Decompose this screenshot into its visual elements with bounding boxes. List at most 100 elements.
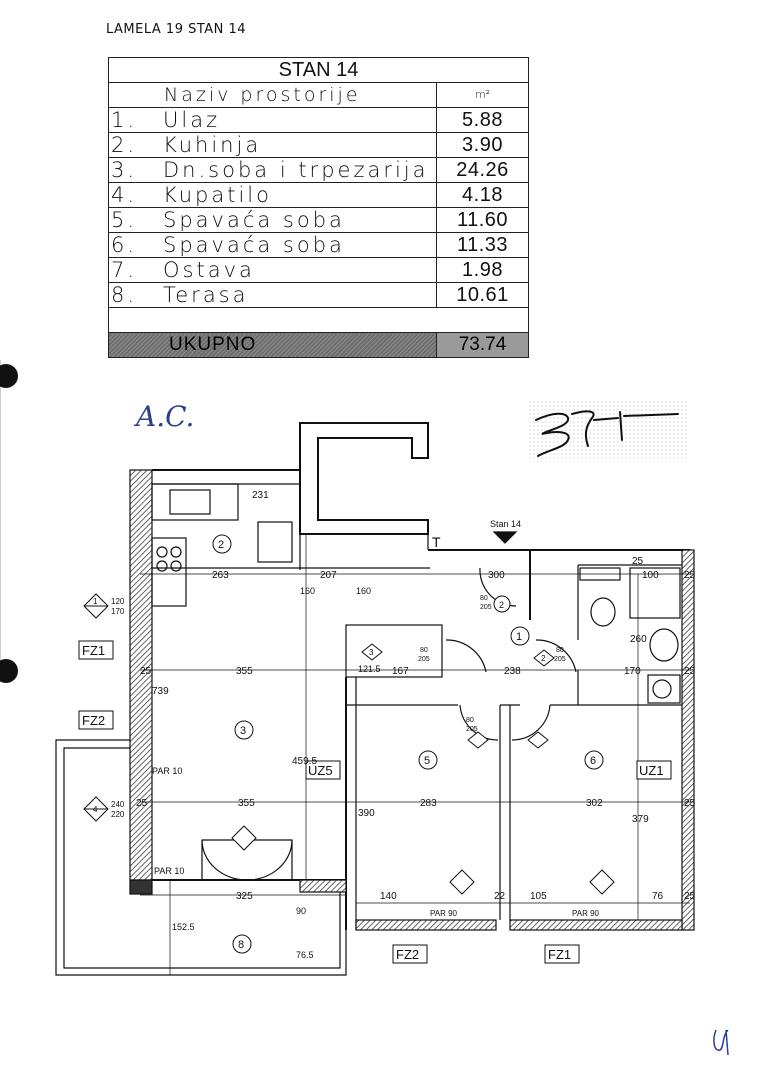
row-name: Spavaća soba bbox=[163, 208, 345, 232]
tag-fz1: FZ1 bbox=[82, 643, 105, 658]
dimension-label: 231 bbox=[252, 490, 269, 501]
door-dim: 80 bbox=[480, 595, 488, 602]
dimension-label: 76.5 bbox=[296, 950, 314, 960]
dimension-label: 140 bbox=[380, 891, 397, 902]
table-row: 5.Spavaća soba 11.60 bbox=[108, 207, 530, 233]
total-value: 73.74 bbox=[435, 332, 530, 358]
dimension-label: 355 bbox=[238, 798, 255, 809]
par-label: PAR 90 bbox=[430, 909, 458, 918]
fridge-icon bbox=[257, 521, 293, 563]
dimension-label: 238 bbox=[504, 666, 521, 677]
dimension-label: 300 bbox=[488, 570, 505, 581]
row-name: Ostava bbox=[163, 258, 255, 282]
dimension-label: 390 bbox=[358, 808, 375, 819]
dimension-label: 302 bbox=[586, 798, 603, 809]
window-number: 1 bbox=[93, 597, 98, 606]
dimension-label: 283 bbox=[420, 798, 437, 809]
dimension-label: 25 bbox=[632, 556, 644, 567]
row-value: 24.26 bbox=[435, 157, 530, 183]
signature-icon bbox=[535, 410, 679, 457]
row-name: Kuhinja bbox=[163, 133, 262, 157]
entrance-label: Stan 14 bbox=[490, 519, 521, 529]
dimension-label: 22 bbox=[494, 891, 506, 902]
table-title-row: STAN 14 bbox=[107, 57, 530, 83]
table-row: 1.Ulaz 5.88 bbox=[108, 107, 530, 133]
sink-icon bbox=[169, 489, 211, 515]
dimension-label: 105 bbox=[530, 891, 547, 902]
row-value: 10.61 bbox=[435, 282, 530, 308]
row-number: 3. bbox=[111, 158, 138, 182]
table-total-row: UKUPNO 73.74 bbox=[108, 332, 530, 358]
dimension-label: 459.5 bbox=[292, 756, 317, 767]
door-dim: 205 bbox=[480, 604, 492, 611]
dimension-label: 121.5 bbox=[358, 664, 381, 674]
binder-hole-icon bbox=[0, 659, 18, 683]
window-dim: 240 bbox=[111, 800, 125, 809]
row-number: 4. bbox=[111, 183, 138, 207]
binder-edge-line bbox=[0, 360, 1, 680]
stove-icon bbox=[151, 537, 187, 607]
row-value: 11.33 bbox=[435, 232, 530, 258]
door-number: 3 bbox=[369, 648, 374, 657]
page-header-title: LAMELA 19 STAN 14 bbox=[106, 22, 247, 37]
dimension-label: 25 bbox=[136, 798, 148, 809]
signature-area bbox=[528, 400, 688, 462]
binder-hole-icon bbox=[0, 364, 18, 388]
table-row: 6. Spavaća soba 11.33 bbox=[108, 232, 530, 258]
room-area-table: STAN 14 Naziv prostorije m² 1.Ulaz 5.88 … bbox=[107, 57, 530, 358]
dimension-label: 325 bbox=[236, 891, 253, 902]
par-label: PAR 10 bbox=[154, 866, 184, 876]
tag-uz1: UZ1 bbox=[639, 763, 664, 778]
door-number: 2 bbox=[541, 654, 546, 663]
row-number: 8. bbox=[111, 283, 138, 307]
door-dim: 205 bbox=[466, 726, 478, 733]
dimension-label: 739 bbox=[152, 686, 169, 697]
dimension-label: 379 bbox=[632, 814, 649, 825]
stair-label: T bbox=[432, 534, 441, 550]
column-header-name: Naziv prostorije bbox=[108, 82, 437, 108]
dimension-label: 263 bbox=[212, 570, 229, 581]
row-value: 4.18 bbox=[435, 182, 530, 208]
kitchen-counter bbox=[151, 483, 239, 521]
dimension-label: 90 bbox=[296, 906, 306, 916]
dimension-label: 152.5 bbox=[172, 922, 195, 932]
room-number: 1 bbox=[516, 631, 522, 643]
dimension-label: 160 bbox=[356, 586, 371, 596]
door-dim: 80 bbox=[466, 717, 474, 724]
table-row: 3.Dn.soba i trpezarija 24.26 bbox=[108, 157, 530, 183]
row-name: Ulaz bbox=[163, 108, 221, 132]
dimension-label: 76 bbox=[652, 891, 664, 902]
total-label: UKUPNO bbox=[108, 332, 437, 358]
window-number: 4 bbox=[93, 805, 98, 814]
par-label: PAR 90 bbox=[572, 909, 600, 918]
table-row: 8. Terasa 10.61 bbox=[108, 282, 530, 308]
dimension-label: 160 bbox=[300, 586, 315, 596]
window-dim: 120 bbox=[111, 597, 125, 606]
room-number: 3 bbox=[240, 725, 246, 737]
table-row: 2. Kuhinja 3.90 bbox=[108, 132, 530, 158]
row-name: Kupatilo bbox=[163, 183, 272, 207]
table-row: 7.Ostava 1.98 bbox=[108, 257, 530, 283]
tag-uz5: UZ5 bbox=[308, 763, 333, 778]
row-number: 6. bbox=[111, 233, 138, 257]
door-dim: 205 bbox=[418, 656, 430, 663]
row-value: 3.90 bbox=[435, 132, 530, 158]
dimension-label: 170 bbox=[624, 666, 641, 677]
row-name: Terasa bbox=[163, 283, 249, 307]
row-number: 1. bbox=[111, 108, 138, 132]
door-dim: 80 bbox=[420, 647, 428, 654]
row-number: 2. bbox=[111, 133, 138, 157]
dimension-label: 207 bbox=[320, 570, 337, 581]
dimension-label: 260 bbox=[630, 634, 647, 645]
dimension-label: 355 bbox=[236, 666, 253, 677]
window-dim: 220 bbox=[111, 810, 125, 819]
dimension-label: 167 bbox=[392, 666, 409, 677]
shaft-wall bbox=[299, 422, 429, 535]
handwritten-mark-icon bbox=[713, 1029, 729, 1056]
door-dim: 80 bbox=[556, 647, 564, 654]
tag-fz2: FZ2 bbox=[82, 713, 105, 728]
tag-fz1-bottom: FZ1 bbox=[548, 947, 571, 962]
window-dim: 170 bbox=[111, 607, 125, 616]
row-name: Spavaća soba bbox=[163, 233, 345, 257]
